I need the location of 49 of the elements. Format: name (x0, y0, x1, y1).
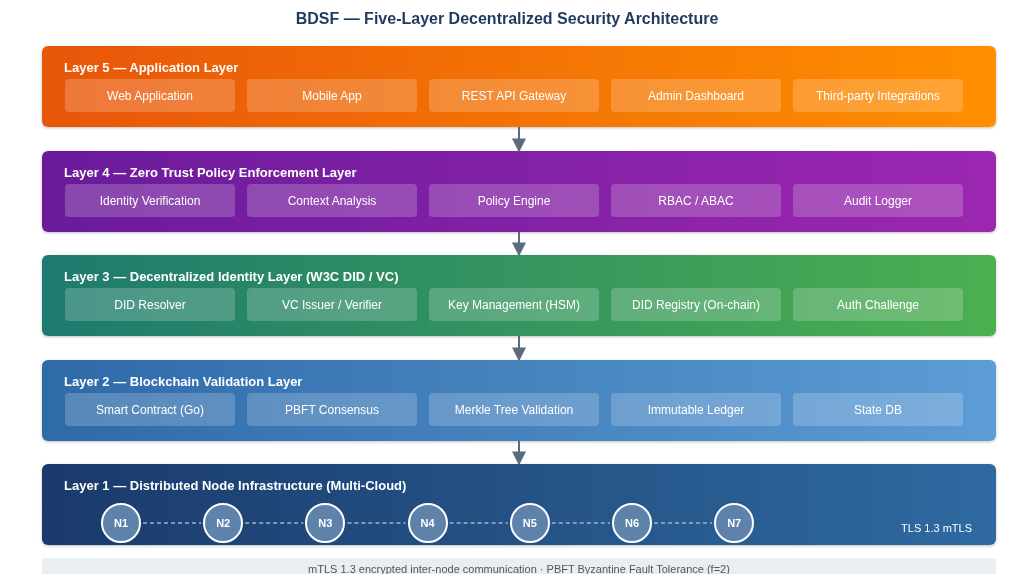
component-box: Key Management (HSM) (429, 288, 599, 321)
node-circle: N3 (305, 503, 346, 543)
component-box: Auth Challenge (793, 288, 963, 321)
layer-band (42, 46, 996, 127)
layer-heading: Layer 4 — Zero Trust Policy Enforcement Layer (64, 165, 357, 180)
component-box: RBAC / ABAC (611, 184, 781, 217)
node-circle: N6 (612, 503, 652, 543)
arrow (512, 335, 526, 362)
node-circle: N4 (407, 503, 448, 543)
node-circle: N2 (203, 503, 244, 543)
diagram-title: BDSF — Five-Layer Decentralized Security Architecture (294, 10, 720, 28)
node-circle: N5 (509, 503, 550, 543)
protocol-note: TLS 1.3 mTLS (901, 522, 972, 534)
arrow (512, 126, 526, 153)
component-box: Audit Logger (793, 184, 963, 217)
component-box: Policy Engine (429, 184, 599, 217)
dashed-link (142, 522, 202, 524)
arrow (512, 440, 526, 466)
layer-band (42, 464, 996, 545)
dashed-link (244, 522, 305, 524)
component-box: Mobile App (247, 79, 417, 112)
component-box: Merkle Tree Validation (429, 393, 599, 426)
component-box: Admin Dashboard (611, 79, 781, 112)
layer-band (42, 255, 996, 336)
component-box: Immutable Ledger (611, 393, 781, 426)
layer-heading: Layer 2 — Blockchain Validation Layer (64, 374, 303, 389)
arrow (512, 231, 526, 257)
dashed-link (346, 522, 407, 524)
component-box: DID Resolver (65, 288, 235, 321)
node-circle: N7 (714, 503, 755, 543)
node-circle: N1 (101, 503, 141, 543)
component-box: Web Application (65, 79, 235, 112)
component-box: Identity Verification (65, 184, 235, 217)
layer-heading: Layer 3 — Decentralized Identity Layer (W3C DID / VC) (64, 269, 399, 284)
dashed-link (448, 522, 509, 524)
dashed-link (551, 522, 611, 524)
component-box: State DB (793, 393, 963, 426)
layer-heading: Layer 1 — Distributed Node Infrastructure (Multi-Cloud) (64, 478, 407, 493)
component-box: Context Analysis (247, 184, 417, 217)
component-box: Third-party Integrations (793, 79, 963, 112)
layer-heading: Layer 5 — Application Layer (64, 60, 239, 75)
component-box: REST API Gateway (429, 79, 599, 112)
component-box: VC Issuer / Verifier (247, 288, 417, 321)
component-box: PBFT Consensus (247, 393, 417, 426)
component-box: Smart Contract (Go) (65, 393, 235, 426)
layer-band (42, 360, 996, 441)
component-box: DID Registry (On-chain) (611, 288, 781, 321)
dashed-link (653, 522, 713, 524)
layer-band (42, 151, 996, 232)
